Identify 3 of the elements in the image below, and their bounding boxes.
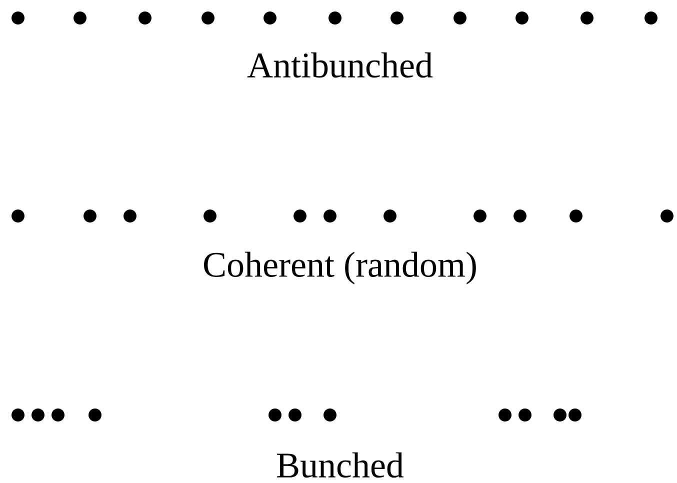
row-label: Bunched xyxy=(277,452,404,478)
row-label: Antibunched xyxy=(247,52,433,78)
row-label: Coherent (random) xyxy=(204,252,476,284)
